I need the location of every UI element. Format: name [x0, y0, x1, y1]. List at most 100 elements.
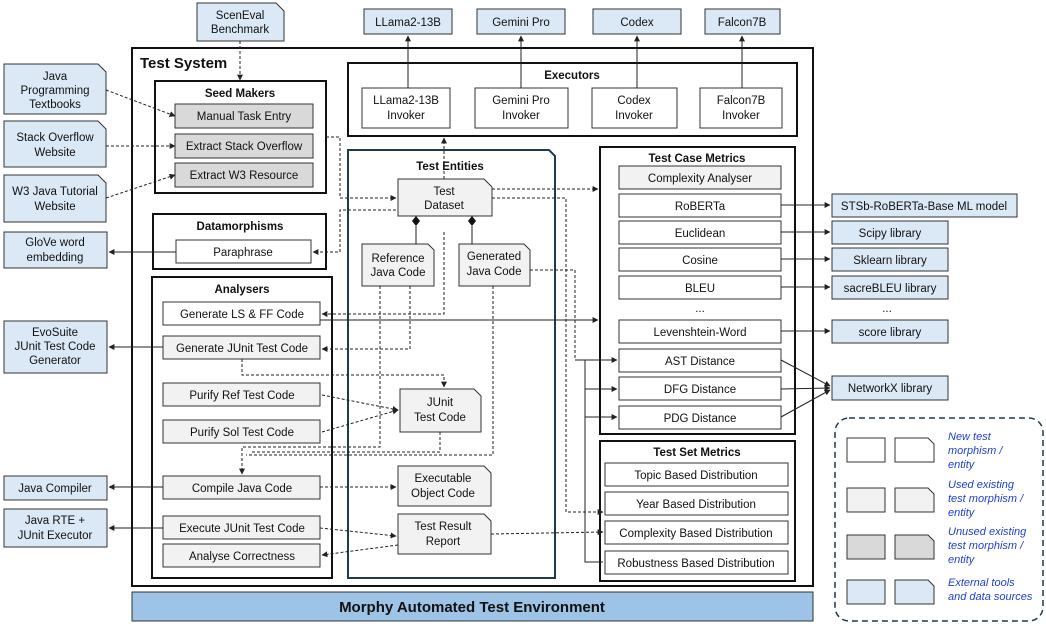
codex-external [592, 8, 682, 35]
compile-label: Compile Java Code [192, 483, 292, 495]
reference-code-l1: Reference [371, 253, 424, 265]
arrow-junit-purifysol [321, 408, 399, 433]
purify-ref-box [162, 382, 321, 407]
stsb-box [831, 193, 1018, 218]
sceneval-line1: ScenEval [216, 10, 265, 22]
test-entities-title: Test Entities [416, 161, 484, 173]
ast-label: AST Distance [665, 356, 735, 368]
pdg-box [618, 405, 782, 430]
manual-task-entry [174, 103, 314, 129]
generated-code-l1: Generated [467, 251, 521, 263]
reference-code-l2: Java Code [371, 267, 426, 279]
w3-tutorial-l2: Website [34, 201, 75, 213]
java-textbooks-l3: Textbooks [29, 99, 81, 111]
datamorphisms-group [152, 213, 327, 270]
extract-w3-resource-label: Extract W3 Resource [190, 170, 299, 182]
generated-code-l2: Java Code [467, 266, 522, 278]
arrow-seed-dataset [326, 136, 397, 201]
complexity-dist-box [604, 520, 789, 545]
diamond-ref [412, 216, 420, 226]
complexity-analyser-box [618, 165, 782, 190]
sacrebleu-box [831, 275, 949, 300]
sceneval-doc [196, 2, 285, 42]
arrow-w3 [105, 173, 176, 199]
robustness-dist-box [604, 550, 789, 575]
gemini-invoker [474, 87, 569, 129]
extract-stack-overflow [174, 133, 314, 159]
llama-invoker [361, 87, 451, 129]
test-result-doc [397, 513, 492, 555]
llama-external [363, 8, 453, 35]
executable-code-l2: Object Code [411, 488, 475, 500]
falcon-external [704, 8, 781, 35]
complexity-analyser-label: Complexity Analyser [648, 173, 752, 185]
score-label: score library [859, 327, 922, 339]
java-rte-box [3, 508, 108, 548]
java-rte-l2: JUnit Executor [18, 530, 93, 542]
paraphrase-label: Paraphrase [213, 247, 272, 259]
levenshtein-label: Levenshtein-Word [653, 327, 746, 339]
arrow-textbooks [105, 89, 176, 117]
arrow-pdg-networkx [780, 389, 831, 418]
codex-external-label: Codex [620, 17, 653, 29]
legend-used-rect [846, 487, 886, 513]
complexity-dist-label: Complexity Based Distribution [619, 528, 772, 540]
legend-unused-l3: entity [948, 554, 976, 566]
java-textbooks-doc [3, 63, 107, 115]
w3-tutorial-doc [3, 174, 107, 223]
line-gen-metrics [530, 269, 576, 360]
sklearn-label: Sklearn library [853, 255, 927, 267]
line-gen-compile [246, 286, 494, 456]
metrics-ellipsis: ... [695, 303, 705, 315]
stack-overflow-l2: Website [34, 147, 75, 159]
test-entities-group [347, 149, 556, 579]
analysers-group [151, 276, 333, 579]
evosuite-l1: EvoSuite [32, 327, 78, 339]
topic-dist-label: Topic Based Distribution [634, 470, 757, 482]
java-textbooks-l1: Java [43, 71, 68, 83]
bracket-line [584, 360, 603, 563]
arrow-dataset-paraphrase [312, 209, 396, 255]
analyse-box [162, 543, 321, 568]
codex-invoker-l2: Invoker [615, 110, 653, 122]
bleu-label: BLEU [685, 283, 715, 295]
falcon-invoker-l2: Invoker [722, 110, 760, 122]
arrow-result-complexity [490, 529, 604, 536]
legend-unused-rect [846, 534, 886, 560]
test-dataset-l1: Test [433, 186, 455, 198]
scipy-box [831, 220, 949, 245]
topic-dist-box [604, 462, 789, 487]
score-box [831, 319, 949, 344]
falcon-invoker-l1: Falcon7B [717, 95, 766, 107]
legend-new-l3: entity [948, 459, 976, 471]
executable-code-doc [397, 465, 492, 507]
execute-label: Execute JUnit Test Code [179, 523, 305, 535]
footer-bar [131, 591, 814, 622]
scipy-label: Scipy library [859, 228, 922, 240]
test-set-metrics-title: Test Set Metrics [653, 447, 740, 459]
codex-invoker [591, 87, 678, 129]
arrow-result-analyse [321, 544, 399, 558]
legend-unused-doc [894, 534, 935, 560]
generated-code-doc [458, 243, 531, 287]
sceneval-line2: Benchmark [211, 24, 269, 36]
pdg-label: PDG Distance [664, 413, 737, 425]
legend-used-l3: entity [948, 507, 976, 519]
llama-invoker-l1: LLama2-13B [373, 95, 439, 107]
arrow-ref-genjunit [321, 286, 411, 352]
legend-new-rect [846, 437, 886, 463]
legend-new-l1: New test [948, 431, 992, 443]
arrow-dataset-lsff [321, 232, 445, 317]
analysers-title: Analysers [215, 284, 270, 296]
gemini-invoker-l2: Invoker [502, 110, 540, 122]
gemini-external [476, 8, 566, 35]
legend-external-rect [846, 579, 886, 605]
glove-l2: embedding [27, 252, 84, 264]
executors-group [347, 62, 798, 137]
arrow-ast-networkx [780, 359, 831, 387]
stack-overflow-l1: Stack Overflow [16, 132, 94, 144]
test-result-l2: Report [426, 536, 461, 548]
gen-ls-ff-label: Generate LS & FF Code [180, 309, 304, 321]
evosuite-l2: JUnit Test Code [15, 341, 96, 353]
